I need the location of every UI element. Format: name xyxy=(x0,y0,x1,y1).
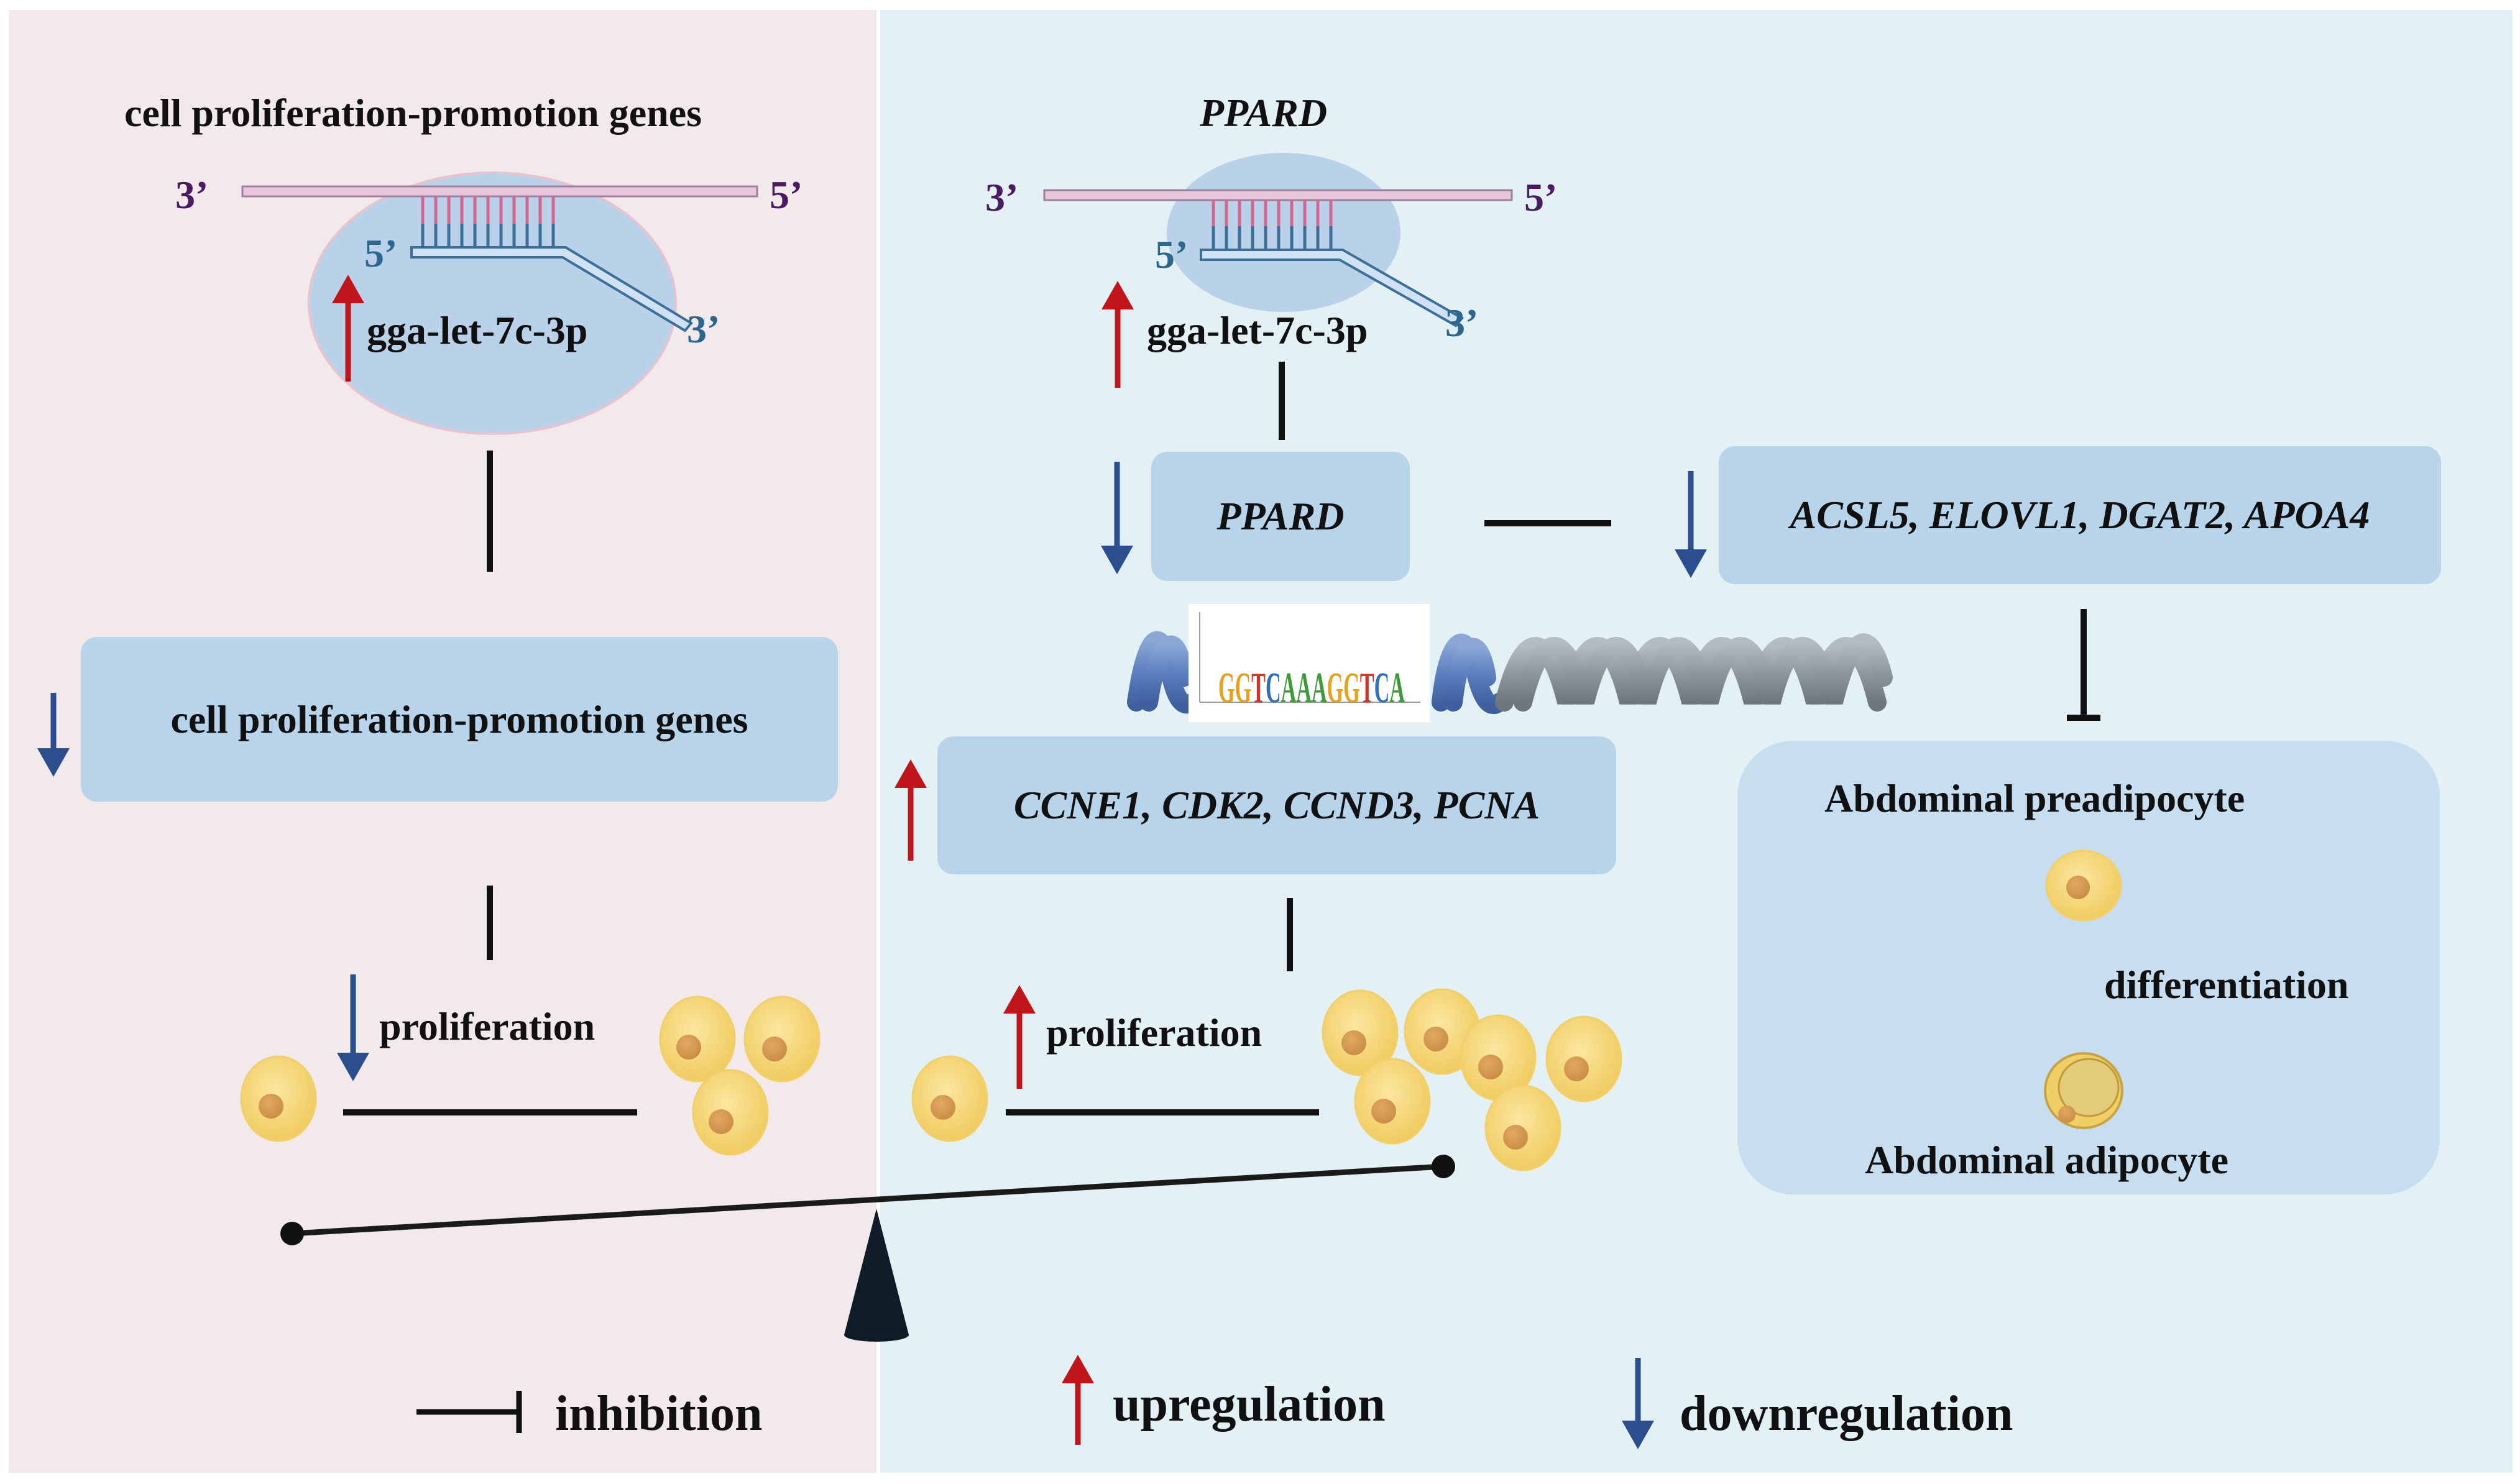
left-mirna-pair-ticks xyxy=(421,224,555,247)
legend-upregulation-label: upregulation xyxy=(1113,1377,1386,1432)
lipid-genes-down-arrow xyxy=(1675,471,1707,578)
right-mirna-binding-schematic xyxy=(1043,153,1513,327)
right-binding-ellipse xyxy=(1167,153,1400,312)
cell-cycle-genes-label: CCNE1, CDK2, CCND3, PCNA xyxy=(1013,783,1540,827)
lipid-genes-label: ACSL5, ELOVL1, DGAT2, APOA4 xyxy=(1790,493,2370,537)
left-mrna-strand xyxy=(241,185,758,198)
dna-blue-segment-left xyxy=(1127,631,1202,714)
ppard-box: PPARD xyxy=(1151,452,1410,581)
left-proliferation-label: proliferation xyxy=(379,1004,596,1048)
cells xyxy=(240,988,1622,1171)
differentiation-label: differentiation xyxy=(2104,963,2349,1007)
left-single-cell xyxy=(240,1055,317,1142)
left-title: cell proliferation-promotion genes xyxy=(124,91,702,135)
legend-symbols xyxy=(416,1355,1654,1449)
right-mirna-label: gga-let-7c-3p xyxy=(1147,308,1368,352)
left-binding-ellipse xyxy=(308,172,677,435)
legend-down-arrow xyxy=(1622,1358,1654,1449)
right-title: PPARD xyxy=(1200,91,1328,135)
left-mirna-label: gga-let-7c-3p xyxy=(367,308,588,352)
legend-inhibition-label: inhibition xyxy=(555,1386,763,1441)
left-cell-cluster-3 xyxy=(692,1069,769,1156)
right-mrna-5prime-end: 5’ xyxy=(1524,175,1558,219)
right-mrna-3prime-end: 3’ xyxy=(985,175,1019,219)
preadipocyte-label: Abdominal preadipocyte xyxy=(1824,776,2245,820)
right-cell-cluster-6 xyxy=(1484,1084,1561,1171)
right-mirna-3prime-end: 3’ xyxy=(1445,301,1479,345)
left-target-genes-box: cell proliferation-promotion genes xyxy=(81,637,838,802)
right-mirna-up-arrow xyxy=(1101,281,1134,388)
left-genes-down-arrow xyxy=(37,693,70,777)
balance-beam-left-end xyxy=(280,1222,304,1245)
left-mrna-5prime-end: 5’ xyxy=(770,173,803,217)
regulation-arrows xyxy=(37,275,1707,1089)
right-cell-cluster-5 xyxy=(1354,1058,1431,1145)
cell-cycle-genes-box: CCNE1, CDK2, CCND3, PCNA xyxy=(937,736,1616,874)
dna-grey-segment xyxy=(1495,633,1893,712)
left-mrna-3prime-end: 3’ xyxy=(175,173,209,217)
balance-beam xyxy=(292,1163,1444,1237)
right-single-cell xyxy=(911,1055,988,1142)
balance-scale xyxy=(280,1155,1455,1342)
left-mirna-3prime-end: 3’ xyxy=(687,307,720,351)
right-cell-cluster-4 xyxy=(1545,1015,1622,1102)
dna-blue-segment-right xyxy=(1432,633,1509,714)
right-proliferation-label: proliferation xyxy=(1046,1010,1262,1055)
left-target-genes-label: cell proliferation-promotion genes xyxy=(170,697,748,741)
right-proliferation-up-arrow xyxy=(1003,985,1036,1089)
dna-helix xyxy=(1127,631,1893,714)
legend-up-arrow xyxy=(1062,1355,1094,1445)
left-mirna-5prime-end: 5’ xyxy=(364,231,398,275)
cell-cycle-up-arrow xyxy=(894,759,927,861)
right-mrna-strand xyxy=(1043,189,1513,201)
motif-logo: GGTCAAAGGTCA xyxy=(1189,604,1430,722)
legend-downregulation-label: downregulation xyxy=(1680,1386,2013,1441)
balance-fulcrum xyxy=(844,1209,909,1335)
motif-sequence: GGTCAAAGGTCA xyxy=(1218,664,1405,712)
right-mirna-5prime-end: 5’ xyxy=(1155,232,1189,277)
adipocyte-label: Abdominal adipocyte xyxy=(1865,1138,2228,1182)
balance-beam-right-end xyxy=(1432,1155,1455,1178)
ppard-box-label: PPARD xyxy=(1216,494,1345,538)
right-cell-cluster-1 xyxy=(1322,989,1399,1076)
legend-inhibition-symbol xyxy=(416,1391,522,1433)
left-proliferation-down-arrow xyxy=(337,974,369,1081)
inhibition-connectors xyxy=(343,362,2100,1115)
left-mirna-up-arrow xyxy=(332,275,364,382)
left-mirna-strand xyxy=(410,246,694,332)
ppard-down-arrow xyxy=(1101,462,1133,574)
lipid-genes-box: ACSL5, ELOVL1, DGAT2, APOA4 xyxy=(1719,446,2441,584)
right-mirna-pair-ticks xyxy=(1212,226,1333,250)
left-mirna-binding-schematic xyxy=(241,172,758,435)
left-cell-cluster-1 xyxy=(659,996,736,1083)
left-cell-cluster-2 xyxy=(743,996,821,1083)
right-mirna-strand xyxy=(1200,249,1465,327)
